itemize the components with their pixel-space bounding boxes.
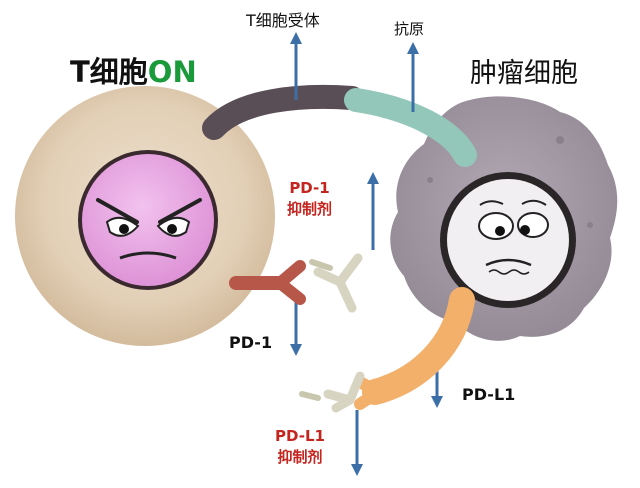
pd1-inhibitor-label: PD-1 抑制剂 <box>287 181 332 217</box>
antigen-label: 抗原 <box>394 20 425 38</box>
pdl1-inhibitor-antibody <box>299 371 365 413</box>
tumor-cell-title: 肿瘤细胞 <box>470 58 578 89</box>
pdl1-label: PD-L1 <box>462 385 516 404</box>
t-cell-receptor-label: T细胞受体 <box>246 11 320 30</box>
pd1-inhibitor-antibody <box>309 253 363 313</box>
pd1-inhibitor-label-line1: PD-1 <box>289 179 330 197</box>
pdl1-ligand-tip <box>354 386 384 410</box>
tumor-cell-spot <box>587 222 593 228</box>
t-cell-on-label: ON <box>147 55 197 89</box>
pdl1-inhibitor-label-line2: 抑制剂 <box>277 448 323 466</box>
t-cell-nucleus <box>78 150 218 290</box>
pdl1-inhibitor-label: PD-L1 抑制剂 <box>275 429 325 465</box>
pdl1-inhibitor-label-line1: PD-L1 <box>275 427 325 445</box>
pd1-receptor <box>229 260 306 305</box>
t-cell-receptor <box>202 84 364 140</box>
t-cell-title-prefix: T细胞 <box>70 55 148 89</box>
antigen <box>344 88 477 167</box>
pd1-inhibitor-label-line2: 抑制剂 <box>287 200 333 218</box>
tumor-nucleus <box>440 172 576 308</box>
pd1-label: PD-1 <box>229 333 273 352</box>
pdl1-ligand <box>362 287 475 405</box>
tumor-cell-spot <box>427 177 433 183</box>
t-cell-title: T细胞ON <box>70 58 197 87</box>
tumor-cell-spots <box>556 136 564 144</box>
